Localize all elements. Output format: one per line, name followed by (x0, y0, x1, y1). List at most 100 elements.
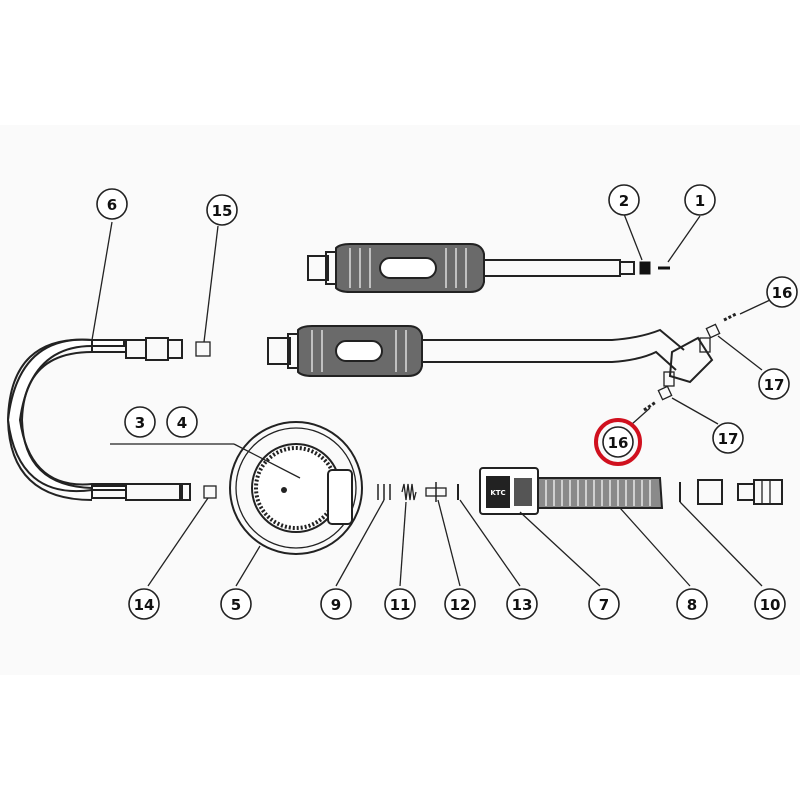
upper-handle-end-fitting (307, 255, 329, 281)
callout-circle (608, 184, 640, 216)
callout-number: 15 (212, 202, 233, 220)
leader-9 (335, 499, 385, 587)
leader-13 (459, 499, 521, 587)
callout-number: 7 (599, 596, 609, 614)
callout-circle (754, 588, 786, 620)
callout-number: 12 (450, 596, 471, 614)
leader-11 (399, 501, 407, 587)
callout-circle (506, 588, 538, 620)
part-17a-ring (705, 323, 721, 339)
part-14-washer (203, 485, 217, 499)
callout-number: 10 (760, 596, 781, 614)
callout-number: 13 (512, 596, 533, 614)
part-7-brand-plate (486, 476, 510, 508)
gauge-face (251, 443, 341, 533)
callout-p17a: 17 (758, 368, 790, 400)
hose-nut-top (167, 339, 183, 359)
callout-p10: 10 (754, 588, 786, 620)
highlight-ring (594, 418, 642, 466)
callout-p5: 5 (220, 588, 252, 620)
callout-p2: 2 (608, 184, 640, 216)
gauge-center (281, 487, 287, 493)
callout-p17b: 17 (712, 422, 744, 454)
callout-p11: 11 (384, 588, 416, 620)
leader-15 (203, 225, 219, 343)
lower-handle-window (335, 340, 383, 362)
leader-1 (667, 215, 701, 263)
part-8-spring-guard (537, 477, 664, 509)
part-8-coils (545, 480, 651, 506)
callout-p6: 6 (96, 188, 128, 220)
coupler-plug (753, 479, 783, 505)
callout-number: 4 (177, 414, 187, 432)
leader-10 (679, 501, 763, 587)
body-and-guard: KTC (479, 467, 783, 515)
callout-circle (712, 422, 744, 454)
lower-handle-assembly (267, 325, 714, 387)
callout-circle (384, 588, 416, 620)
leader-6 (91, 221, 113, 341)
part-5-boot-outer (229, 421, 363, 555)
callout-number: 6 (107, 196, 117, 214)
callout-circle (602, 426, 634, 458)
callout-circle (166, 406, 198, 438)
gauge-side-housing (327, 469, 353, 525)
callout-p9: 9 (320, 588, 352, 620)
callout-number: 16 (608, 434, 629, 452)
callout-p12: 12 (444, 588, 476, 620)
part-15-washer (195, 341, 211, 357)
part-16b-pin (643, 400, 657, 412)
bent-tube-bottom (422, 350, 677, 371)
leader-12 (437, 499, 461, 587)
coupler-nut (697, 479, 723, 505)
leader-17a (717, 335, 763, 371)
callout-p8: 8 (676, 588, 708, 620)
leader-5 (235, 545, 261, 587)
hose-inner (20, 351, 93, 489)
hose-assembly (6, 337, 217, 501)
callout-circle (758, 368, 790, 400)
callout-p13: 13 (506, 588, 538, 620)
upper-handle-window (379, 257, 437, 279)
brand-mark-text: KTC (490, 489, 505, 497)
part-5-boot-inner (235, 427, 357, 549)
callout-circle (220, 588, 252, 620)
callout-p16a: 16 (766, 276, 798, 308)
leader-3-4-b (233, 443, 301, 479)
callout-number: 9 (331, 596, 341, 614)
upper-handle-assembly (307, 243, 670, 293)
junction-small-parts (643, 312, 737, 412)
upper-shaft-tip (619, 261, 635, 275)
callout-number: 11 (390, 596, 411, 614)
callout-circle (96, 188, 128, 220)
junction-port-upper (699, 337, 711, 353)
callout-circle (444, 588, 476, 620)
lower-handle-end-fitting (267, 337, 291, 365)
callout-p15: 15 (206, 194, 238, 226)
leader-16a (739, 299, 771, 315)
lower-handle-ribs (311, 330, 407, 372)
callout-number: 17 (764, 376, 785, 394)
upper-handle-ribs (349, 248, 467, 288)
callout-p7: 7 (588, 588, 620, 620)
part-17b-ring (657, 385, 673, 401)
leader-lines (91, 213, 771, 587)
leader-2 (623, 213, 643, 261)
callout-number: 3 (135, 414, 145, 432)
callout-p1: 1 (684, 184, 716, 216)
leader-17b (671, 397, 719, 425)
leader-14 (147, 497, 209, 587)
callout-p16b: 16 (602, 426, 634, 458)
part-16a-pin (723, 312, 737, 322)
part-11-spring (401, 483, 417, 501)
callout-number: 1 (695, 192, 705, 210)
callout-number: 14 (134, 596, 155, 614)
bent-tube-top (422, 328, 685, 351)
hose-fitting-bottom (179, 483, 191, 501)
callout-circle (766, 276, 798, 308)
callout-circle (320, 588, 352, 620)
callout-number: 17 (718, 430, 739, 448)
callout-number: 8 (687, 596, 697, 614)
